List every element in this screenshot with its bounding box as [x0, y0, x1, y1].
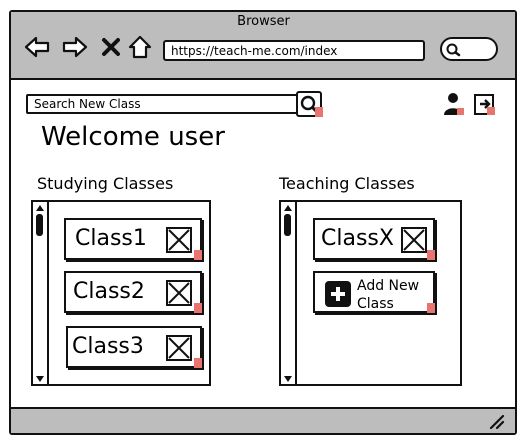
class-image-placeholder [401, 227, 427, 253]
browser-title: Browser [237, 14, 290, 29]
class-card[interactable]: Class3 [66, 326, 202, 368]
scrollbar[interactable] [281, 202, 297, 384]
link-marker [194, 250, 202, 260]
home-button[interactable] [127, 34, 153, 60]
link-marker [194, 358, 202, 368]
class-card-label: Class3 [72, 334, 144, 359]
scrollbar[interactable] [33, 202, 49, 384]
add-new-class-button[interactable]: Add New Class [313, 271, 435, 313]
browser-statusbar [11, 407, 515, 433]
plus-icon [325, 281, 351, 307]
add-new-class-label: Add New Class [357, 278, 420, 312]
link-marker [194, 303, 202, 313]
class-card[interactable]: Class1 [64, 218, 202, 260]
class-card-label: Class1 [75, 226, 147, 251]
class-image-placeholder [166, 227, 192, 253]
link-marker [315, 107, 323, 117]
scroll-up-icon[interactable] [35, 204, 45, 212]
placeholder-x-icon [168, 229, 190, 251]
welcome-heading: Welcome user [41, 122, 225, 152]
logout-button[interactable] [473, 93, 497, 117]
scroll-down-icon[interactable] [35, 375, 45, 383]
class-card[interactable]: ClassX [313, 218, 435, 260]
link-marker [427, 250, 435, 260]
back-arrow-icon [24, 36, 50, 58]
url-bar[interactable]: https://teach-me.com/index [163, 40, 425, 61]
home-icon [128, 35, 152, 59]
back-button[interactable] [24, 34, 50, 60]
browser-search-box[interactable] [440, 37, 498, 61]
search-class-input[interactable]: Search New Class [26, 94, 298, 114]
close-icon [102, 38, 120, 56]
search-class-button[interactable] [296, 91, 323, 117]
logout-icon [474, 94, 495, 115]
forward-button[interactable] [62, 34, 88, 60]
search-icon [446, 43, 461, 57]
scroll-thumb[interactable] [36, 214, 43, 236]
class-image-placeholder [166, 335, 192, 361]
resize-grip-icon[interactable] [489, 415, 505, 429]
teaching-classes-heading: Teaching Classes [279, 174, 415, 193]
class-card[interactable]: Class2 [64, 271, 202, 313]
studying-classes-heading: Studying Classes [37, 174, 174, 193]
forward-arrow-icon [62, 36, 88, 58]
scroll-thumb[interactable] [284, 214, 291, 236]
placeholder-x-icon [168, 337, 190, 359]
class-card-label: ClassX [321, 226, 394, 251]
user-icon [444, 93, 464, 115]
placeholder-x-icon [168, 282, 190, 304]
stop-button[interactable] [98, 34, 124, 60]
scroll-down-icon[interactable] [283, 375, 293, 383]
user-profile-button[interactable] [443, 92, 465, 116]
link-marker [427, 303, 435, 313]
placeholder-x-icon [403, 229, 425, 251]
class-card-label: Class2 [73, 279, 145, 304]
class-image-placeholder [166, 280, 192, 306]
scroll-up-icon[interactable] [283, 204, 293, 212]
